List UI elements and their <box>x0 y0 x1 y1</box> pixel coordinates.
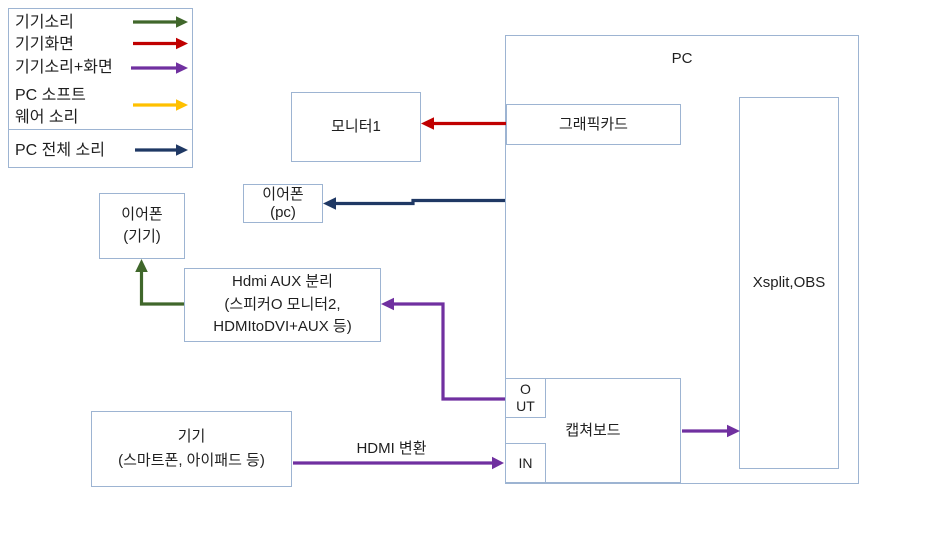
capture-out-port: O UT <box>505 378 546 418</box>
hdmi-aux-split-label-3: HDMItoDVI+AUX 등) <box>213 318 352 336</box>
arrow-capture-out-to-hdmi-aux <box>381 297 505 401</box>
earphone-pc-label-1: 이어폰 <box>262 185 304 203</box>
device-label-1: 기기 <box>177 428 206 445</box>
earphone-pc-label-2: (pc) <box>270 203 296 221</box>
legend-label-device-sound: 기기소리 <box>15 14 74 31</box>
earphone-device-label-1: 이어폰 <box>121 206 163 224</box>
xsplit-obs-box: Xsplit,OBS <box>739 97 839 469</box>
device-label-2: (스마트폰, 아이패드 등) <box>118 452 265 469</box>
pc-box-label: PC <box>671 50 693 67</box>
capture-out-label-1: O <box>520 381 531 398</box>
graphics-card-box: 그래픽카드 <box>506 104 681 145</box>
earphone-pc-box: 이어폰 (pc) <box>243 184 323 223</box>
monitor1-box: 모니터1 <box>291 92 421 162</box>
legend-label-pc-software-sound-1: PC 소프트 <box>15 87 86 104</box>
earphone-device-box: 이어폰 (기기) <box>99 193 185 259</box>
xsplit-obs-label: Xsplit,OBS <box>752 274 826 292</box>
monitor1-label: 모니터1 <box>331 118 381 136</box>
legend-label-device-screen: 기기화면 <box>15 36 74 53</box>
hdmi-aux-split-box: Hdmi AUX 분리 (스피커O 모니터2, HDMItoDVI+AUX 등) <box>184 268 381 342</box>
arrow-device-to-capture-in <box>293 456 504 470</box>
legend-divider <box>8 129 193 130</box>
capture-in-port: IN <box>505 443 546 483</box>
earphone-device-label-2: (기기) <box>123 228 161 245</box>
legend-label-pc-all-sound: PC 전체 소리 <box>15 142 105 159</box>
capture-in-label: IN <box>518 454 533 471</box>
arrow-pc-to-earphone-pc <box>323 197 505 210</box>
device-box: 기기 (스마트폰, 아이패드 등) <box>91 411 292 487</box>
hdmi-aux-split-label-2: (스피커O 모니터2, <box>224 295 341 313</box>
arrow-gpu-to-monitor1 <box>421 117 506 130</box>
legend-label-device-sound-screen: 기기소리+화면 <box>15 59 113 76</box>
legend-label-pc-software-sound-2: 웨어 소리 <box>15 109 79 126</box>
legend: 기기소리 기기화면 기기소리+화면 PC 소프트 웨어 소리 PC 전체 소리 <box>8 8 193 168</box>
arrow-hdmi-aux-to-earphone-device <box>135 259 184 306</box>
capture-board-label: 캡쳐보드 <box>565 421 621 439</box>
capture-out-label-2: UT <box>516 398 535 414</box>
graphics-card-label: 그래픽카드 <box>558 115 628 133</box>
hdmi-aux-split-label-1: Hdmi AUX 분리 <box>232 273 333 291</box>
hdmi-convert-label: HDMI 변환 <box>356 440 427 457</box>
